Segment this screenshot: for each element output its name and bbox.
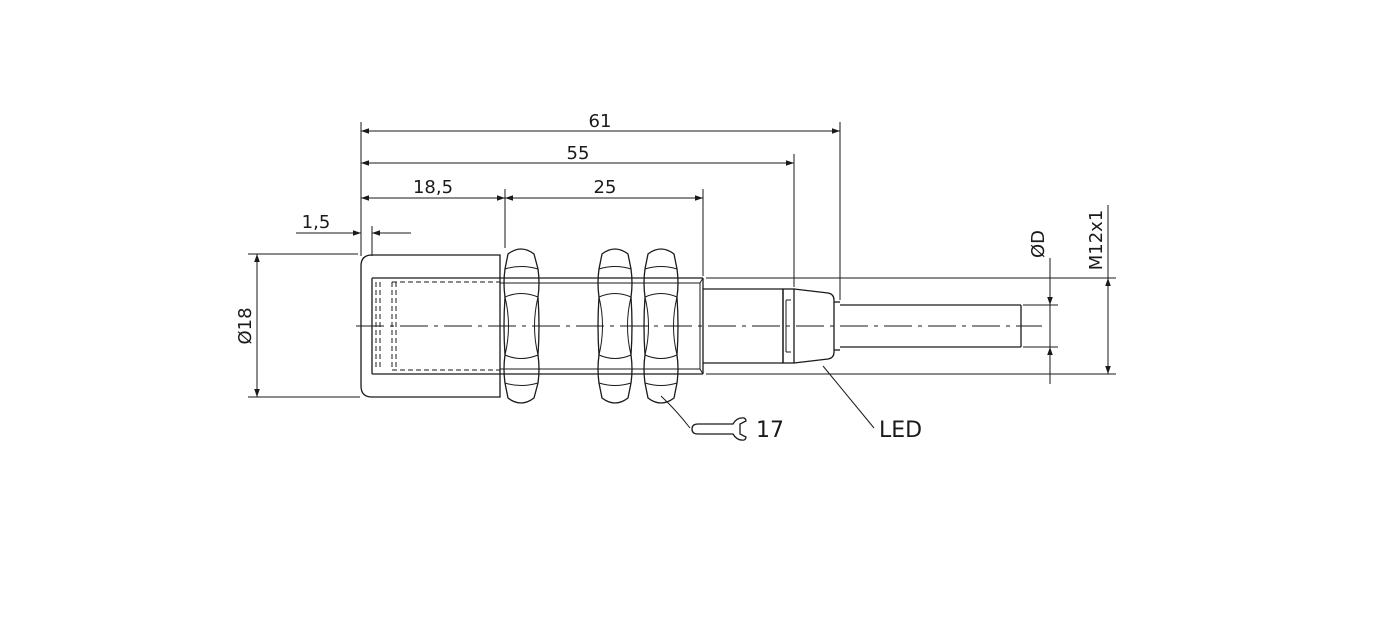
led-label: LED — [879, 418, 922, 443]
rear-body — [703, 288, 840, 364]
threaded-body — [500, 277, 704, 375]
dim-25-label: 25 — [594, 177, 617, 198]
dia-d-value: D — [1028, 230, 1049, 244]
hex-nut-3 — [643, 248, 679, 404]
led-callout: LED — [822, 365, 922, 443]
dim-1-5-label: 1,5 — [302, 212, 331, 233]
hex-nut-1 — [503, 248, 540, 404]
diameter-symbol: Ø — [235, 330, 256, 344]
svg-text:ØD: ØD — [1028, 230, 1049, 258]
dim-55-label: 55 — [567, 143, 590, 164]
hex-nut-2 — [597, 248, 633, 404]
dim-dia-18-label: Ø18 — [235, 307, 256, 344]
svg-text:Ø18: Ø18 — [235, 307, 256, 344]
wrench-size-label: 17 — [756, 418, 784, 443]
wrench-icon — [691, 417, 747, 441]
dim-m12x1-label: M12x1 — [1086, 210, 1107, 271]
dim-18-5-label: 18,5 — [413, 177, 453, 198]
diameter-symbol-d: Ø — [1028, 244, 1049, 258]
dim-61-label: 61 — [589, 111, 612, 132]
cable — [840, 304, 1022, 348]
svg-text:M12x1: M12x1 — [1086, 210, 1107, 271]
dim-dia-d-label: ØD — [1028, 230, 1049, 258]
sensor-front-cap — [360, 254, 501, 398]
extension-lines — [248, 122, 1116, 398]
dia-18-value: 18 — [235, 307, 256, 330]
wrench-callout: 17 — [660, 395, 784, 443]
